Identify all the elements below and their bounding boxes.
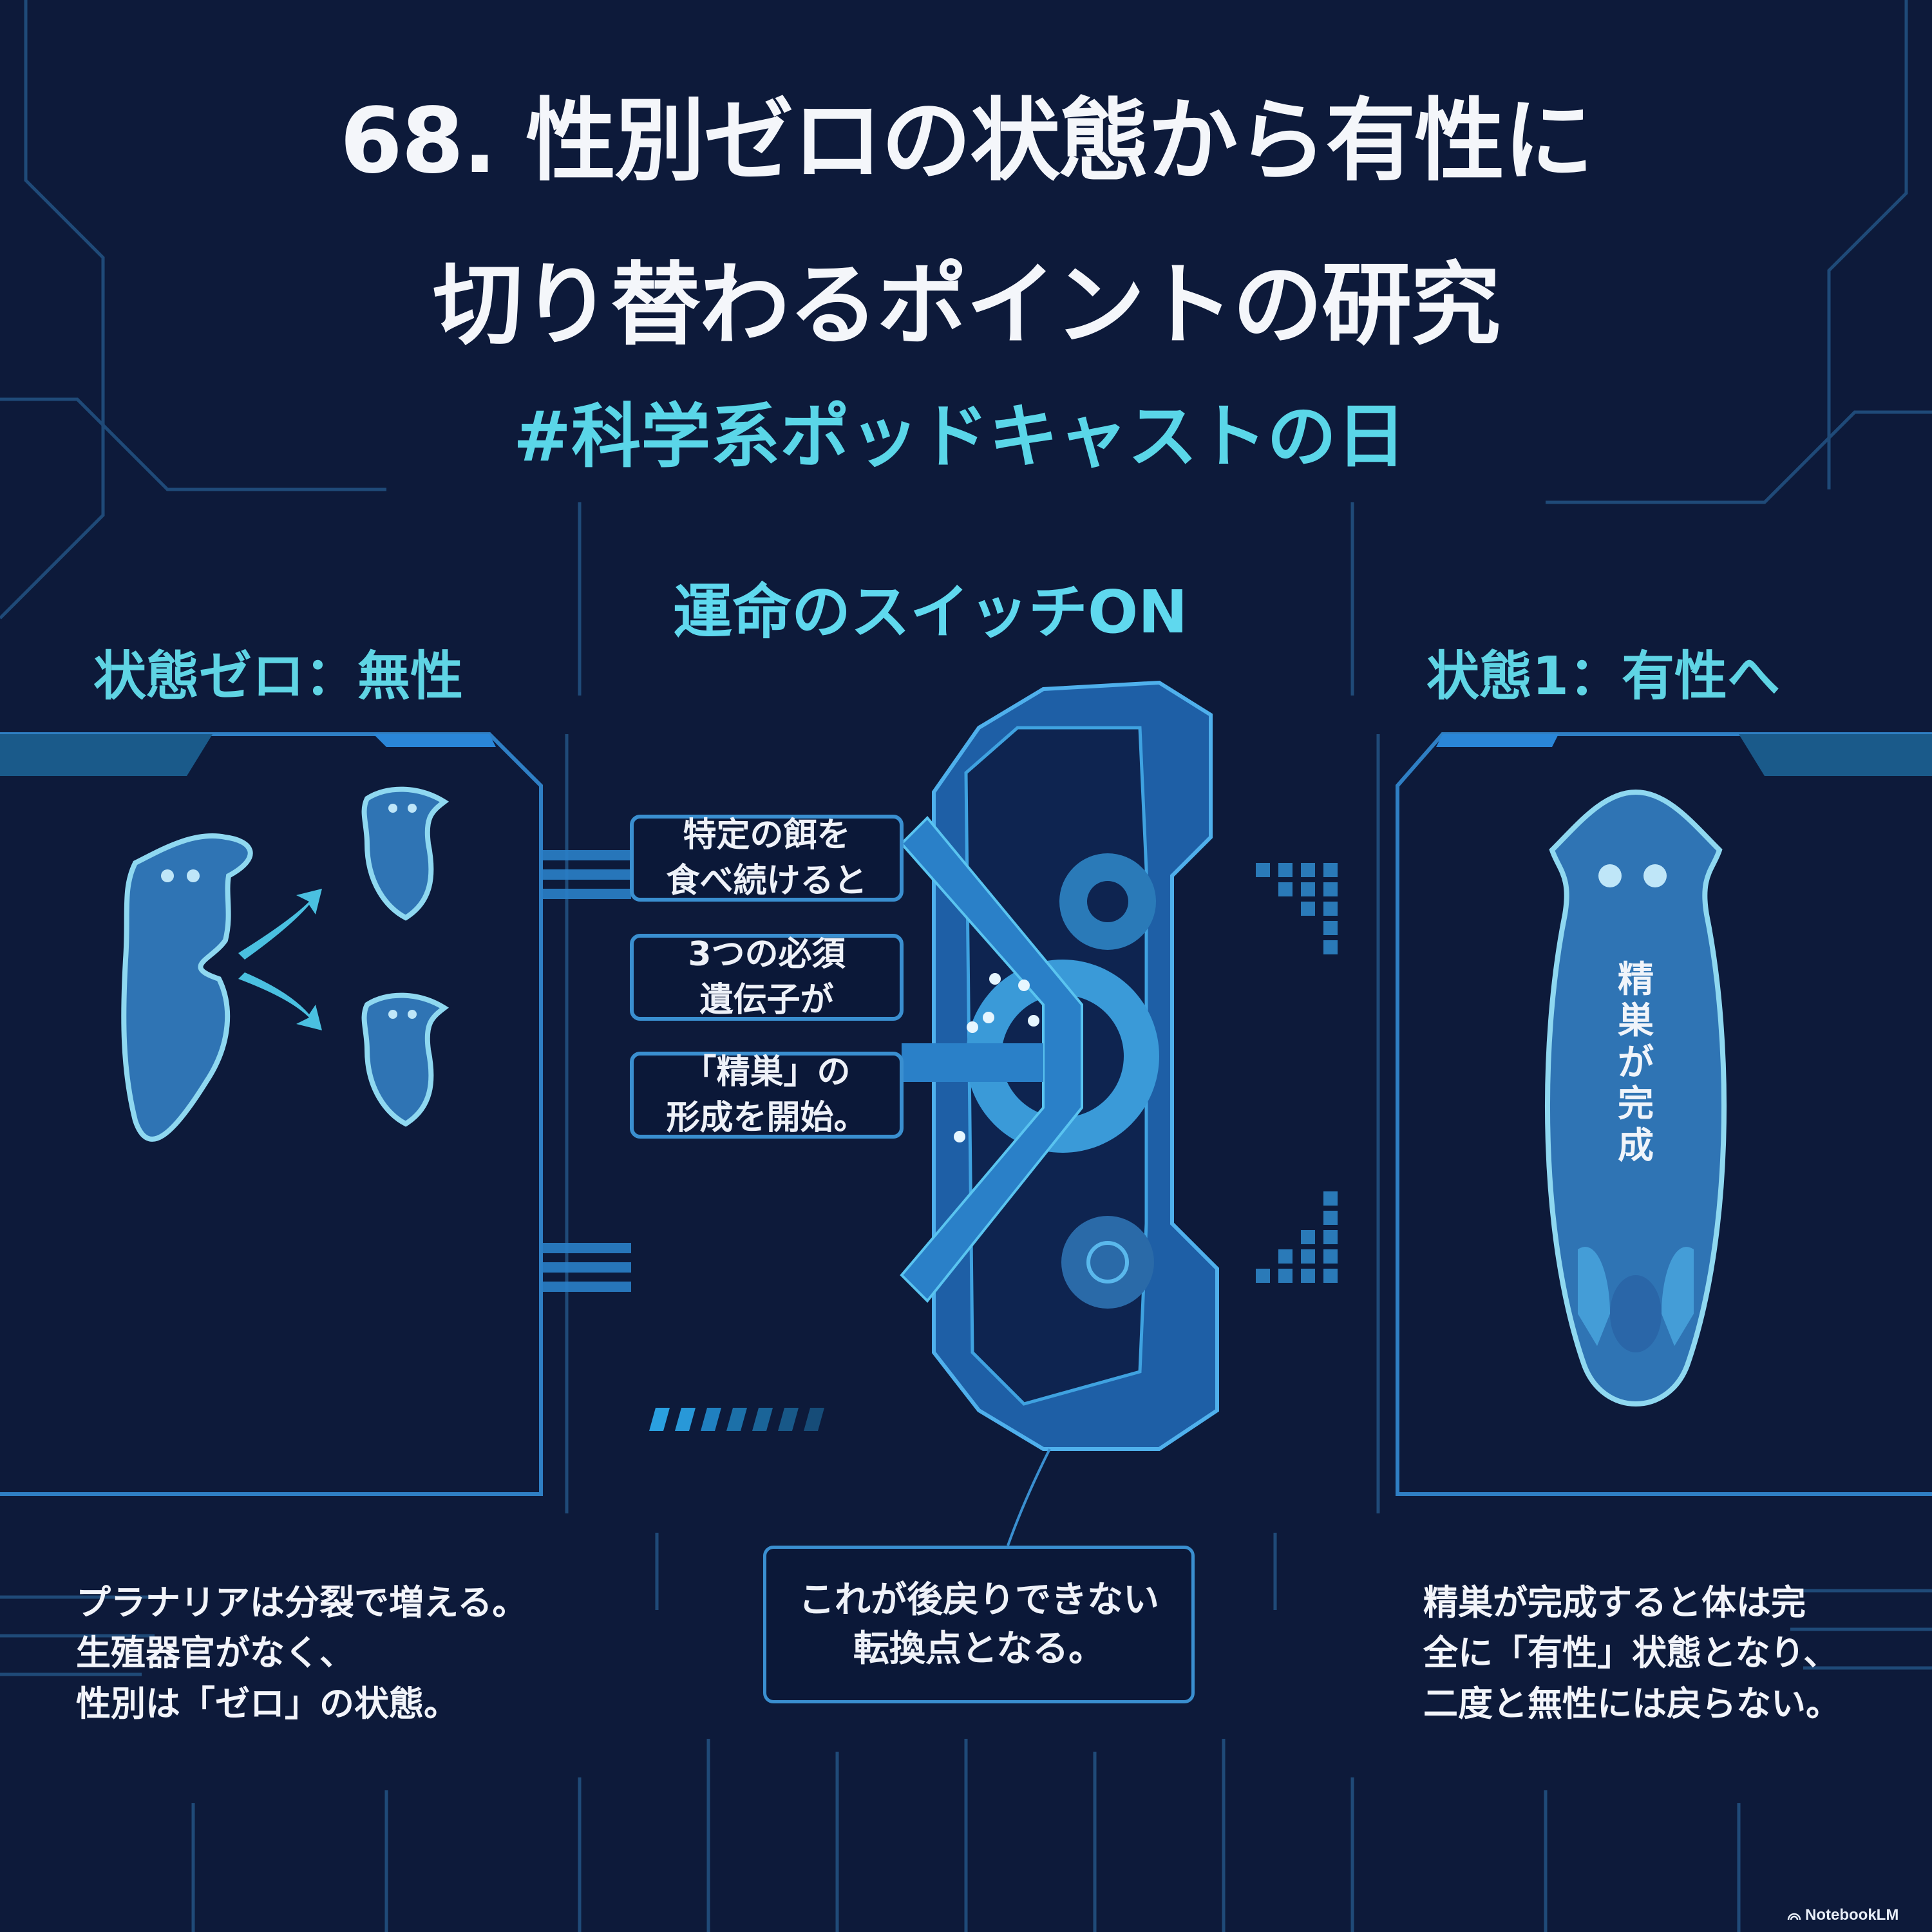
arrow-down-icon: [238, 972, 322, 1030]
hashtag-subtitle: #科学系ポッドキャストの日: [513, 397, 1406, 477]
step-line: 食べ続けると: [666, 861, 867, 900]
desc-line: 性別は「ゼロ」の状態。: [76, 1683, 459, 1724]
desc-line: 精巣が完成すると体は完: [1423, 1582, 1806, 1623]
label-char: 巣: [1618, 1000, 1654, 1043]
desc-line: 二度と無性には戻らない。: [1423, 1683, 1841, 1724]
center-panel-heading: 運命のスイッチON: [673, 578, 1188, 647]
daughter-planaria-bottom: [361, 992, 450, 1127]
label-char: 成: [1618, 1124, 1654, 1167]
page-title-line1: 68. 性別ゼロの状態から有性に: [339, 89, 1594, 194]
step-box-testis: 「精巣」の形成を開始。: [630, 1052, 904, 1139]
callout-line: 転換点となる。: [853, 1627, 1105, 1670]
brand-watermark: NotebookLM: [1787, 1906, 1899, 1924]
turning-point-callout: これが後戻りできない転換点となる。: [763, 1546, 1195, 1703]
callout-line: これが後戻りできない: [799, 1578, 1159, 1621]
label-char: 完: [1618, 1083, 1654, 1126]
notebooklm-logo-icon: [1787, 1913, 1801, 1920]
daughter-planaria-top: [361, 786, 450, 921]
step-line: 「精巣」の: [683, 1053, 851, 1092]
planaria-fission-illustration: [121, 786, 450, 1142]
step-box-food: 特定の餌を食べ続けると: [630, 815, 904, 902]
right-panel-heading: 状態1：有性へ: [1426, 646, 1781, 707]
left-panel-heading: 状態ゼロ：無性: [93, 646, 464, 707]
right-panel-description: 精巣が完成すると体は完 全に「有性」状態となり、 二度と無性には戻らない。: [1423, 1578, 1841, 1729]
desc-line: プラナリアは分裂で増える。: [76, 1582, 527, 1623]
step-line: 3つの必須: [688, 935, 846, 974]
step-box-genes: 3つの必須遺伝子が: [630, 934, 904, 1021]
desc-line: 全に「有性」状態となり、: [1423, 1633, 1839, 1674]
page-title-line2: 切り替わるポイントの研究: [432, 253, 1501, 358]
label-char: が: [1618, 1041, 1654, 1084]
parent-planaria: [121, 833, 253, 1142]
arrow-up-icon: [238, 889, 322, 960]
progress-stripes: [649, 1408, 824, 1431]
step-line: 遺伝子が: [699, 980, 834, 1019]
desc-line: 生殖器官がなく、: [76, 1633, 354, 1674]
planaria-sexual-illustration: [1545, 789, 1727, 1406]
testis-complete-label: 精 巣 が 完 成: [1613, 959, 1658, 1167]
label-char: 精: [1618, 959, 1654, 1001]
left-panel-description: プラナリアは分裂で増える。 生殖器官がなく、 性別は「ゼロ」の状態。: [76, 1578, 527, 1729]
step-line: 特定の餌を: [683, 816, 851, 855]
step-line: 形成を開始。: [666, 1098, 867, 1137]
brand-name: NotebookLM: [1805, 1906, 1899, 1924]
